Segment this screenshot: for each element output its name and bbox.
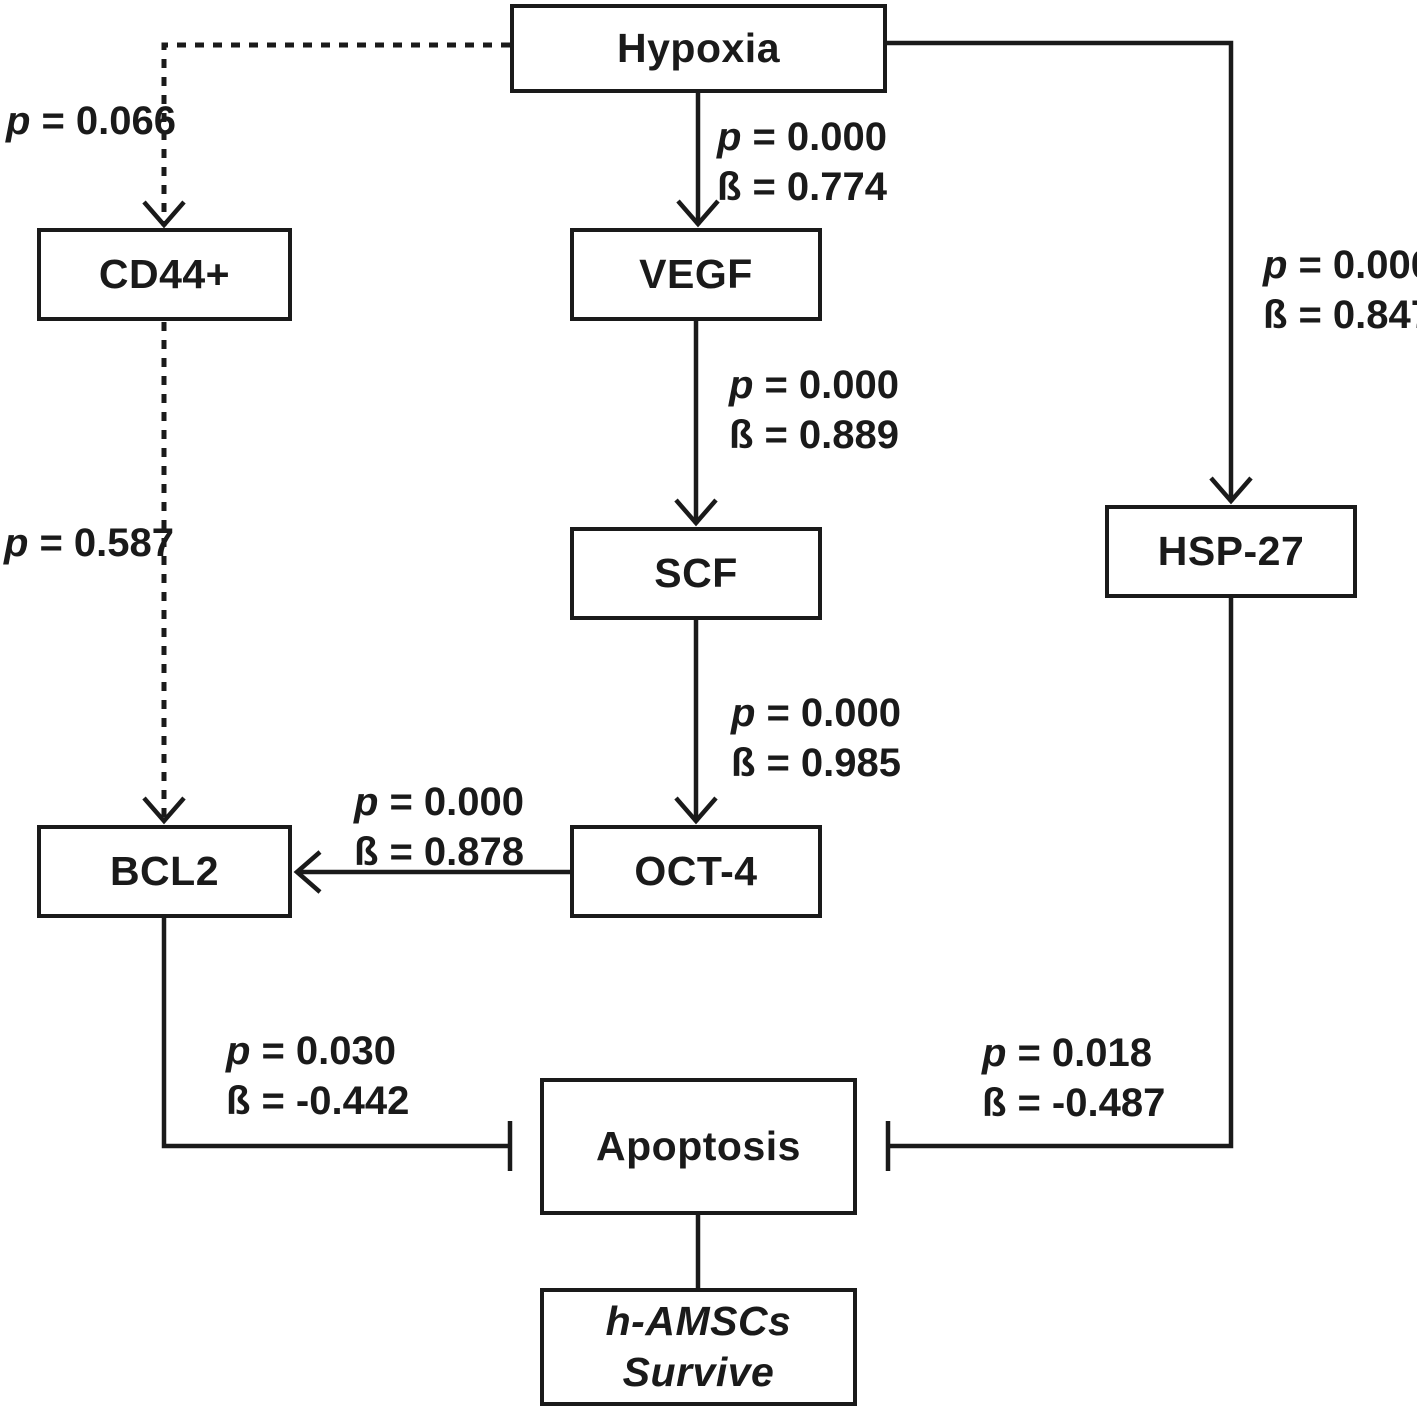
node-oct4: OCT-4: [570, 825, 822, 918]
beta-value: ß= 0.985: [731, 741, 902, 785]
edge-hsp27-apoptosis-line: [890, 596, 1234, 1149]
beta-value: ß= 0.847: [1263, 293, 1417, 337]
edge-label-hsp27-apoptosis: p= 0.018 ß= -0.487: [982, 1028, 1165, 1128]
p-value: p= 0.066: [6, 99, 177, 143]
edge-label-cd44-bcl2: p= 0.587: [4, 518, 174, 568]
node-vegf-label: VEGF: [639, 251, 753, 297]
edge-vegf-scf-arrowhead: [674, 498, 718, 527]
node-oct4-label: OCT-4: [634, 848, 758, 894]
node-hsp27: HSP-27: [1105, 505, 1357, 598]
node-bcl2: BCL2: [37, 825, 292, 918]
node-hypoxia-label: Hypoxia: [617, 25, 780, 71]
p-value: p= 0.030: [226, 1029, 397, 1073]
node-cd44-label: CD44+: [98, 251, 231, 297]
beta-value: ß= 0.774: [717, 165, 888, 209]
edge-hypoxia-cd44-arrowhead: [142, 200, 186, 229]
edge-bcl2-apoptosis-line: [161, 916, 508, 1149]
node-apoptosis-label: Apoptosis: [596, 1123, 801, 1169]
node-bcl2-label: BCL2: [109, 848, 220, 894]
node-hamscs-survive-label-line2: Survive: [622, 1349, 775, 1395]
edge-label-hypoxia-vegf: p= 0.000 ß= 0.774: [717, 112, 887, 212]
p-value: p= 0.000: [731, 691, 902, 735]
beta-value: ß= 0.889: [729, 413, 900, 457]
p-value: p= 0.000: [354, 780, 525, 824]
node-scf: SCF: [570, 527, 822, 620]
node-hamscs-survive: h-AMSCs Survive: [540, 1288, 857, 1406]
p-value: p= 0.000: [729, 363, 900, 407]
node-vegf: VEGF: [570, 228, 822, 321]
edge-oct4-bcl2-arrowhead: [293, 850, 322, 894]
node-cd44: CD44+: [37, 228, 292, 321]
p-value: p= 0.000: [717, 115, 888, 159]
edge-cd44-bcl2-arrowhead: [142, 796, 186, 825]
edge-label-hypoxia-hsp27: p= 0.000 ß= 0.847: [1263, 240, 1417, 340]
edge-hypoxia-hsp27-arrowhead: [1209, 476, 1253, 505]
node-hypoxia: Hypoxia: [510, 4, 887, 93]
node-hsp27-label: HSP-27: [1157, 528, 1305, 574]
edge-label-hypoxia-cd44: p= 0.066: [6, 96, 176, 146]
edge-label-oct4-bcl2: p= 0.000 ß= 0.878: [354, 777, 524, 877]
edge-hypoxia-vegf-arrowhead: [676, 199, 720, 228]
edge-scf-oct4-arrowhead: [674, 796, 718, 825]
p-value: p= 0.018: [982, 1031, 1153, 1075]
edge-hypoxia-hsp27-line: [887, 40, 1234, 502]
node-hamscs-survive-label-line1: h-AMSCs: [605, 1297, 792, 1344]
edge-label-scf-oct4: p= 0.000 ß= 0.985: [731, 688, 901, 788]
beta-value: ß= -0.487: [982, 1081, 1166, 1125]
p-value: p= 0.587: [4, 521, 175, 565]
node-apoptosis: Apoptosis: [540, 1078, 857, 1215]
edge-label-vegf-scf: p= 0.000 ß= 0.889: [729, 360, 899, 460]
beta-value: ß= -0.442: [226, 1079, 410, 1123]
beta-value: ß= 0.878: [354, 830, 525, 874]
node-scf-label: SCF: [654, 550, 738, 596]
p-value: p= 0.000: [1263, 243, 1417, 287]
edge-hypoxia-cd44-line: [161, 42, 510, 226]
edge-label-bcl2-apoptosis: p= 0.030 ß= -0.442: [226, 1026, 409, 1126]
